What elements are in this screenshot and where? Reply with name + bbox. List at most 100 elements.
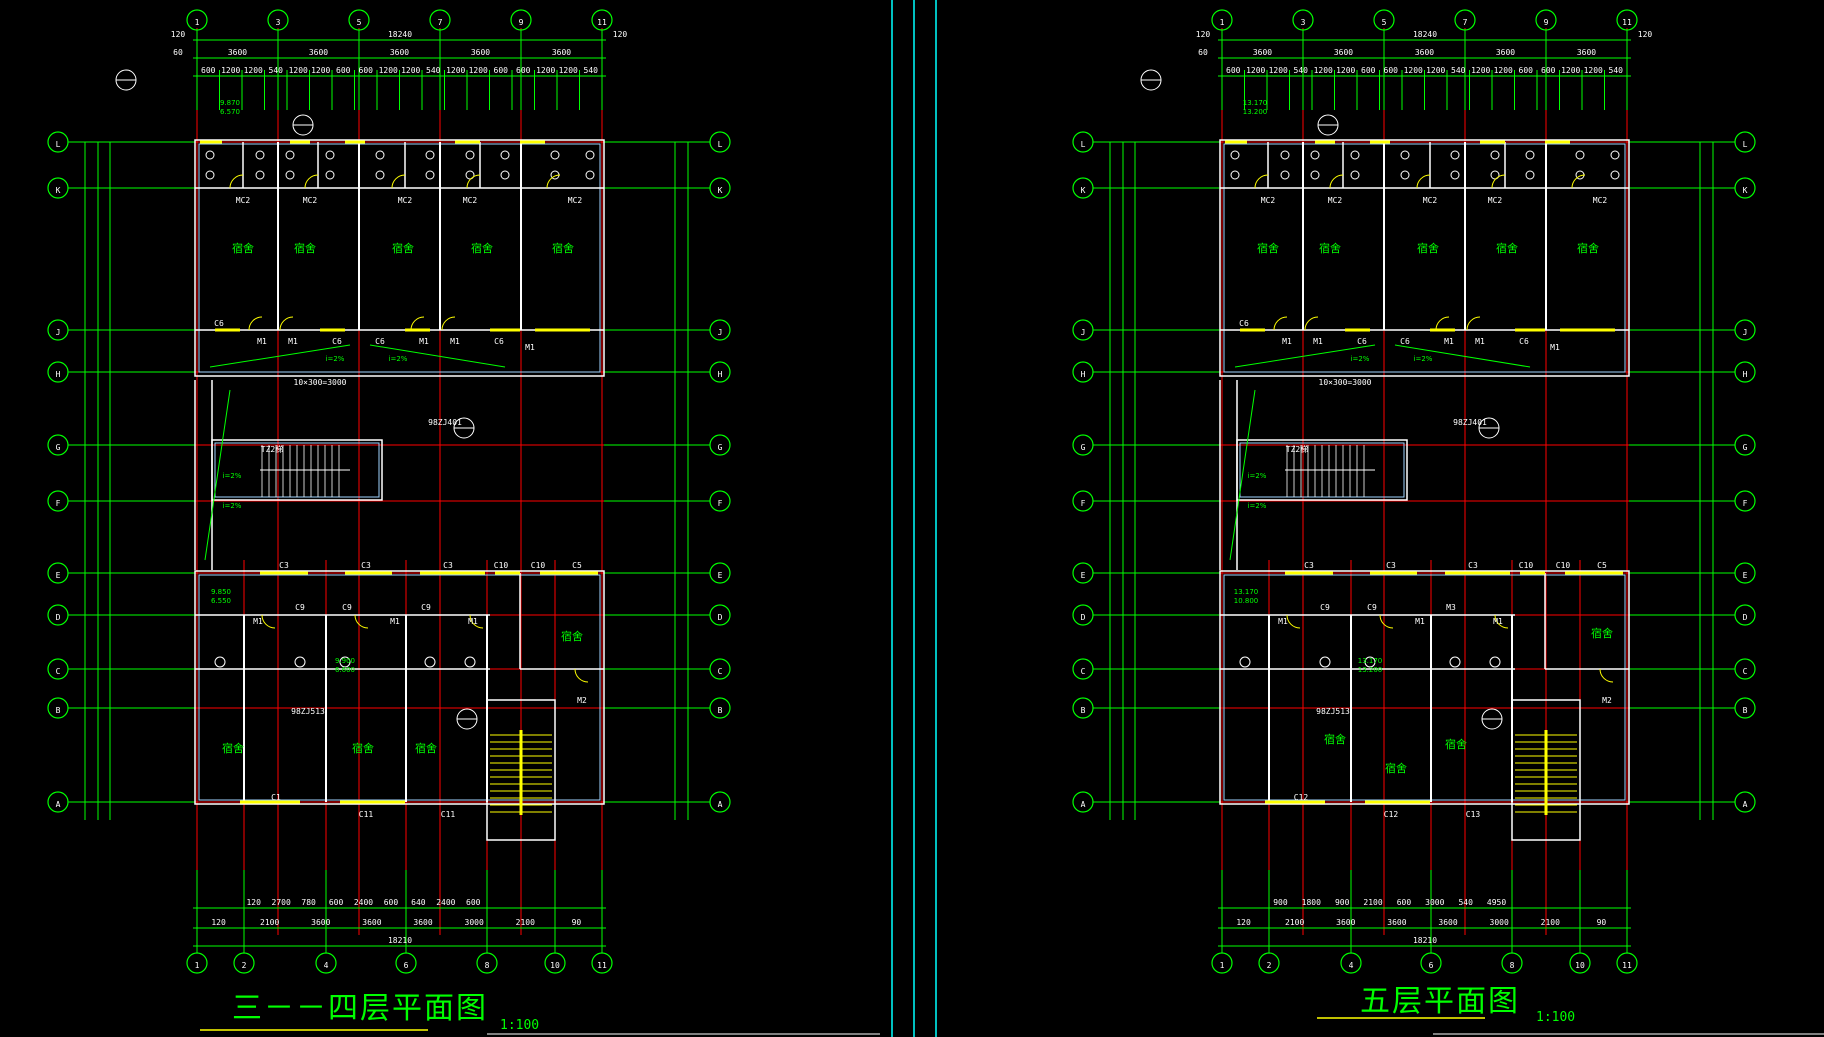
room-label-dormitory: 宿舍 — [1385, 761, 1407, 775]
row-axis-right-G-label: G — [718, 443, 723, 452]
annotation-label: 98ZJ513 — [1316, 707, 1350, 716]
door-window-label: C3 — [1468, 561, 1478, 570]
col-axis-top-7-bubble — [1454, 9, 1476, 31]
slope-label: i=2% — [223, 472, 242, 480]
slope-arrow — [209, 344, 351, 368]
door-window-label: C9 — [421, 603, 431, 612]
door-window-label: C10 — [1519, 561, 1534, 570]
dim-bay-bottom: 3600 — [413, 918, 432, 927]
row-axis-right-D-bubble — [1734, 604, 1756, 626]
dim-sub-top: 1200 — [536, 66, 555, 75]
row-axis-left-K-label: K — [1081, 186, 1086, 195]
washbasin-icon — [339, 656, 351, 668]
row-axis-right-H-bubble — [1734, 361, 1756, 383]
plan-scale-5-floor: 1:100 — [1536, 1010, 1576, 1025]
door-swing-icon — [261, 614, 276, 629]
toilet-fixture-icon — [1490, 150, 1500, 160]
row-axis-left-L-label: L — [56, 140, 61, 149]
door-swing-icon — [1254, 174, 1269, 189]
dim-bay-bottom: 3600 — [1438, 918, 1457, 927]
col-axis-top-9-bubble — [1535, 9, 1557, 31]
toilet-fixture-icon — [585, 150, 595, 160]
dim-bay-top: 3600 — [228, 48, 247, 57]
dim-bay-bottom: 2100 — [1541, 918, 1560, 927]
col-axis-bottom-8-bubble — [1501, 952, 1523, 974]
col-axis-top-3-bubble — [267, 9, 289, 31]
dim-sub-top: 1200 — [1314, 66, 1333, 75]
col-axis-top-5-bubble — [348, 9, 370, 31]
col-axis-top-11-label: 11 — [597, 18, 607, 27]
toilet-fixture-icon — [1490, 170, 1500, 180]
slope-arrow — [1229, 389, 1256, 561]
row-axis-right-L-label: L — [718, 140, 723, 149]
door-window-label: M1 — [1493, 617, 1503, 626]
row-axis-right-F-bubble — [709, 490, 731, 512]
elevation-label: 13.170 — [1234, 588, 1259, 596]
dim-edge-top: 60 — [1198, 48, 1208, 57]
row-axis-right-K-label: K — [1743, 186, 1748, 195]
dim-sub-bottom: 900 — [1273, 898, 1288, 907]
dim-bay-bottom: 3600 — [1387, 918, 1406, 927]
door-swing-icon — [1494, 614, 1509, 629]
east-stair-wall — [486, 699, 556, 841]
dim-sub-top: 600 — [336, 66, 351, 75]
toilet-fixture-icon — [1280, 170, 1290, 180]
row-axis-left-H-bubble — [1072, 361, 1094, 383]
door-window-label: M1 — [257, 337, 267, 346]
washbasin-icon — [1239, 656, 1251, 668]
door-swing-icon — [469, 614, 484, 629]
row-axis-left-G-bubble — [1072, 434, 1094, 456]
door-label: MC2 — [1488, 196, 1503, 205]
plan-title-3-4-floor: 三－－四层平面图 — [232, 991, 488, 1026]
row-axis-left-J-bubble — [47, 319, 69, 341]
row-axis-left-E-bubble — [47, 562, 69, 584]
row-axis-left-F-bubble — [1072, 490, 1094, 512]
dim-sub-top: 1200 — [311, 66, 330, 75]
dim-sub-bottom: 600 — [1397, 898, 1412, 907]
door-swing-icon — [1304, 316, 1319, 331]
dim-sub-bottom: 600 — [329, 898, 344, 907]
row-axis-left-A-label: A — [56, 800, 61, 809]
door-window-label: C11 — [359, 810, 374, 819]
toilet-fixture-icon — [325, 170, 335, 180]
toilet-fixture-icon — [1350, 150, 1360, 160]
upper-block-outer-wall — [1219, 139, 1630, 377]
dim-sub-top: 1200 — [446, 66, 465, 75]
door-swing-icon — [441, 316, 456, 331]
toilet-fixture-icon — [1525, 150, 1535, 160]
door-swing-icon — [248, 316, 263, 331]
dim-sub-bottom: 640 — [411, 898, 426, 907]
door-window-label: M1 — [1415, 617, 1425, 626]
row-axis-right-G-label: G — [1743, 443, 1748, 452]
col-axis-top-3-bubble — [1292, 9, 1314, 31]
elevation-label: 9.900 — [335, 657, 355, 665]
slope-label: i=2% — [326, 355, 345, 363]
door-window-label: C5 — [572, 561, 582, 570]
row-axis-right-E-bubble — [709, 562, 731, 584]
east-stair-wall — [1511, 699, 1581, 841]
door-window-label: C9 — [342, 603, 352, 612]
dim-sub-top: 600 — [516, 66, 531, 75]
lower-block-inner-wall — [198, 574, 601, 801]
door-window-label: C6 — [1400, 337, 1410, 346]
dim-sub-top: 1200 — [559, 66, 578, 75]
col-axis-bottom-4-label: 4 — [1349, 961, 1354, 970]
toilet-fixture-icon — [255, 170, 265, 180]
col-axis-bottom-1-label: 1 — [1220, 961, 1225, 970]
col-axis-top-11-label: 11 — [1622, 18, 1632, 27]
row-axis-left-J-label: J — [56, 328, 61, 337]
door-window-label: C12 — [1294, 793, 1309, 802]
row-axis-right-F-label: F — [1743, 499, 1748, 508]
dim-sub-top: 1200 — [1426, 66, 1445, 75]
dim-bay-top: 3600 — [552, 48, 571, 57]
dim-bay-bottom: 2100 — [260, 918, 279, 927]
toilet-fixture-icon — [1525, 170, 1535, 180]
col-axis-top-5-bubble — [1373, 9, 1395, 31]
slope-label: i=2% — [1414, 355, 1433, 363]
toilet-fixture-icon — [1400, 170, 1410, 180]
dim-bay-bottom: 90 — [572, 918, 582, 927]
dim-edge-top: 60 — [173, 48, 183, 57]
elevation-label: 6.600 — [335, 666, 355, 674]
dim-sub-bottom: 2700 — [272, 898, 291, 907]
